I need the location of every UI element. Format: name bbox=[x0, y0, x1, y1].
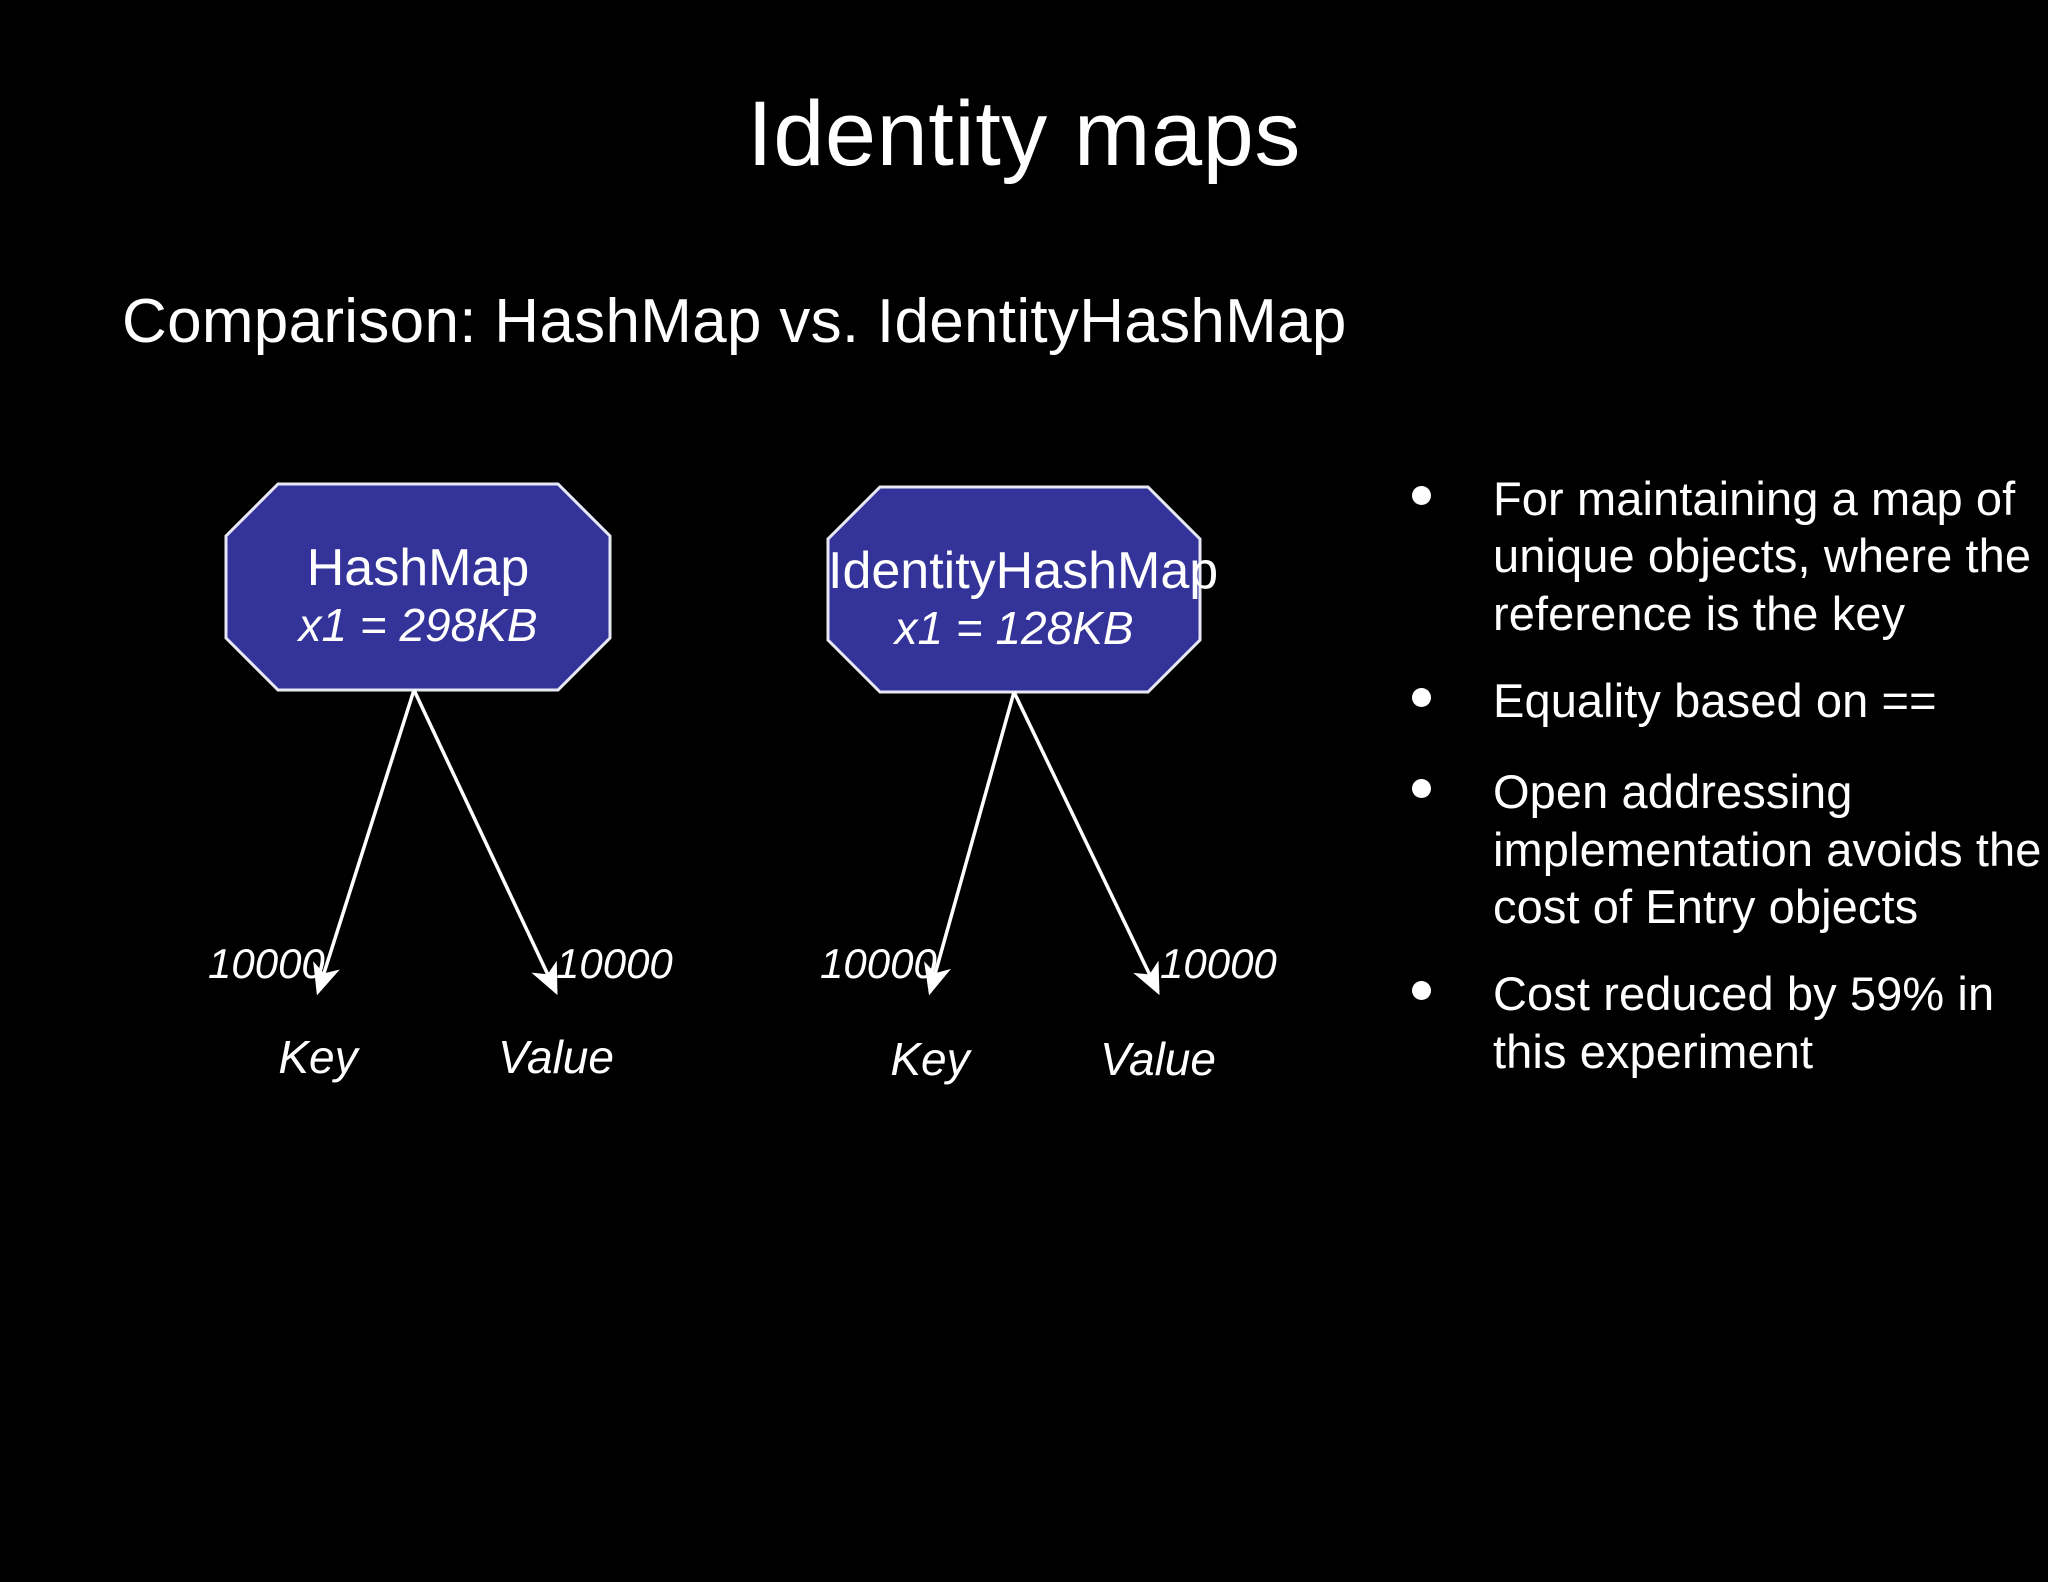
leaf-label-hashmap-key: Key bbox=[278, 1031, 358, 1083]
leaf-label-identityhashmap-value: Value bbox=[1100, 1033, 1216, 1085]
bullet-text: Open addressing implementation avoids th… bbox=[1493, 765, 2042, 933]
leaf-label-hashmap-value: Value bbox=[498, 1031, 614, 1083]
edge-label-identityhashmap-key: 10000 bbox=[820, 940, 937, 987]
edge-label-identityhashmap-value: 10000 bbox=[1160, 940, 1277, 987]
slide-subtitle: Comparison: HashMap vs. IdentityHashMap bbox=[122, 287, 1347, 356]
list-item: Cost reduced by 59% in this experiment bbox=[1400, 965, 2048, 1080]
edge-hashmap-key bbox=[313, 689, 416, 996]
edge-identityhashmap-value bbox=[1012, 691, 1160, 996]
diagram-region: HashMap x1 = 298KB IdentityHashMap x1 = … bbox=[208, 482, 1277, 1085]
node-shape-identityhashmap bbox=[826, 485, 1202, 694]
bullet-point-icon bbox=[1412, 486, 1431, 505]
bullet-text: Cost reduced by 59% in this experiment bbox=[1493, 967, 1995, 1078]
bullet-text: For maintaining a map of unique objects,… bbox=[1493, 472, 2032, 640]
leaf-label-identityhashmap-key: Key bbox=[890, 1033, 970, 1085]
edge-label-hashmap-key: 10000 bbox=[208, 940, 325, 987]
edge-identityhashmap-key bbox=[924, 691, 1016, 996]
bullet-point-icon bbox=[1412, 981, 1431, 1001]
diagram-graphics bbox=[224, 482, 1202, 996]
bullet-point-icon bbox=[1412, 779, 1431, 799]
list-item: For maintaining a map of unique objects,… bbox=[1400, 470, 2048, 642]
bullet-point-icon bbox=[1412, 687, 1431, 707]
edge-label-hashmap-value: 10000 bbox=[556, 940, 673, 987]
list-item: Equality based on == bbox=[1400, 672, 2048, 729]
edge-hashmap-value bbox=[412, 689, 558, 996]
bullet-text: Equality based on == bbox=[1493, 673, 1937, 727]
node-shape-hashmap bbox=[224, 482, 612, 692]
bullet-list: For maintaining a map of unique objects,… bbox=[1400, 470, 2048, 1080]
page-title: Identity maps bbox=[747, 83, 1301, 185]
list-item: Open addressing implementation avoids th… bbox=[1400, 763, 2048, 935]
